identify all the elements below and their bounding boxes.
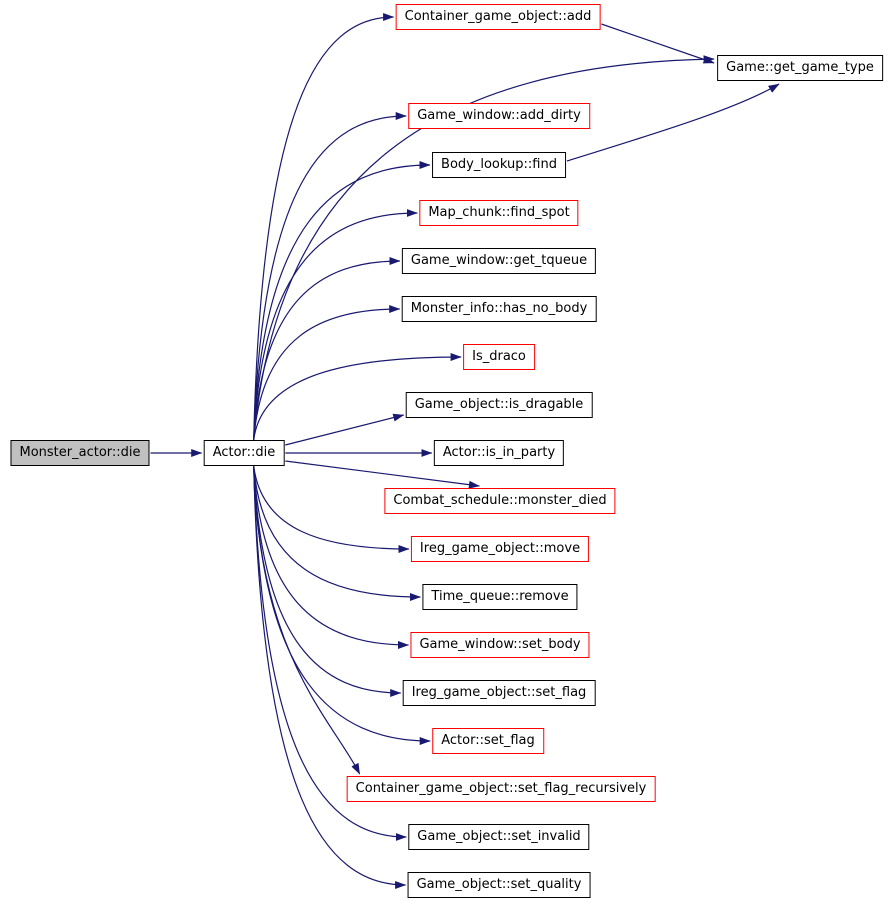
node-move[interactable]: Ireg_game_object::move [410, 536, 590, 562]
node-label: Actor::is_in_party [442, 445, 556, 460]
node-ggt[interactable]: Game::get_game_type [717, 55, 883, 81]
node-set_quality[interactable]: Game_object::set_quality [407, 872, 591, 898]
node-add_dirty[interactable]: Game_window::add_dirty [408, 103, 590, 129]
node-remove[interactable]: Time_queue::remove [422, 584, 578, 610]
edge-adie-to-is_draco [253, 353, 462, 441]
node-label: Game_window::set_body [419, 637, 581, 652]
edge-adie-to-add [253, 13, 395, 441]
edge-adie-to-is_dragable [285, 413, 405, 446]
node-label: Container_game_object::set_flag_recursiv… [355, 781, 647, 796]
edge-adie-to-set_body [253, 465, 409, 649]
edge-add-to-ggt [601, 23, 715, 64]
edge-adie-to-set_invalid [253, 465, 407, 841]
node-label: Combat_schedule::monster_died [393, 493, 607, 508]
node-add[interactable]: Container_game_object::add [395, 4, 601, 30]
edge-adie-to-monster_died [285, 460, 480, 489]
node-label: Monster_info::has_no_body [410, 301, 588, 316]
node-label: Game_object::set_quality [416, 877, 582, 892]
edge-adie-to-add_dirty [253, 112, 407, 441]
node-label: Game::get_game_type [726, 60, 874, 75]
node-find_spot[interactable]: Map_chunk::find_spot [419, 200, 579, 226]
node-set_flag_actor[interactable]: Actor::set_flag [432, 728, 544, 754]
node-find[interactable]: Body_lookup::find [432, 152, 566, 178]
node-adie[interactable]: Actor::die [203, 440, 285, 466]
node-label: Game_window::add_dirty [417, 108, 581, 123]
edge-adie-to-find_spot [253, 209, 418, 441]
edge-adie-to-set_flag_ireg [253, 465, 402, 697]
node-label: Is_draco [472, 349, 526, 364]
node-is_in_party[interactable]: Actor::is_in_party [433, 440, 565, 466]
node-get_tqueue[interactable]: Game_window::get_tqueue [401, 248, 597, 274]
edge-adie-to-move [253, 465, 410, 553]
node-label: Game_window::get_tqueue [410, 253, 588, 268]
edge-find-to-ggt [566, 83, 780, 162]
node-label: Body_lookup::find [441, 157, 557, 172]
node-label: Container_game_object::add [404, 9, 592, 24]
node-mdie[interactable]: Monster_actor::die [10, 440, 150, 466]
node-set_flag_ireg[interactable]: Ireg_game_object::set_flag [402, 680, 596, 706]
node-set_invalid[interactable]: Game_object::set_invalid [408, 824, 590, 850]
edge-adie-to-find [253, 161, 431, 441]
node-set_flag_rec[interactable]: Container_game_object::set_flag_recursiv… [346, 776, 656, 802]
node-is_dragable[interactable]: Game_object::is_dragable [405, 392, 593, 418]
node-label: Game_object::is_dragable [414, 397, 584, 412]
edge-adie-to-has_no_body [253, 305, 401, 441]
node-label: Ireg_game_object::set_flag [411, 685, 587, 700]
node-label: Actor::die [212, 445, 276, 460]
edge-adie-to-ggt [253, 55, 715, 441]
node-has_no_body[interactable]: Monster_info::has_no_body [401, 296, 597, 322]
node-label: Monster_actor::die [19, 445, 141, 460]
edge-adie-to-get_tqueue [253, 257, 401, 441]
node-is_draco[interactable]: Is_draco [463, 344, 535, 370]
node-label: Game_object::set_invalid [417, 829, 581, 844]
node-monster_died[interactable]: Combat_schedule::monster_died [384, 488, 616, 514]
edge-adie-to-set_flag_rec [253, 465, 361, 775]
edge-adie-to-remove [253, 465, 421, 601]
node-label: Actor::set_flag [441, 733, 535, 748]
node-label: Ireg_game_object::move [419, 541, 581, 556]
edge-adie-to-set_quality [253, 465, 407, 889]
node-set_body[interactable]: Game_window::set_body [410, 632, 590, 658]
node-label: Time_queue::remove [431, 589, 569, 604]
node-label: Map_chunk::find_spot [428, 205, 570, 220]
